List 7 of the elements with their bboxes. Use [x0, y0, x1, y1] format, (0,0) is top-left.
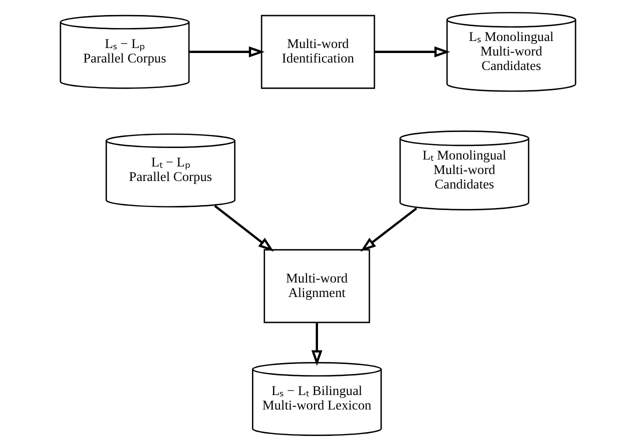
arrow: [188, 46, 264, 58]
arrow: [214, 205, 274, 252]
node-box: Multi-word Alignment: [263, 249, 370, 324]
node-box: Multi-word Identification: [260, 14, 375, 89]
arrow: [310, 322, 322, 366]
arrow: [360, 208, 417, 252]
arrow: [374, 46, 450, 58]
